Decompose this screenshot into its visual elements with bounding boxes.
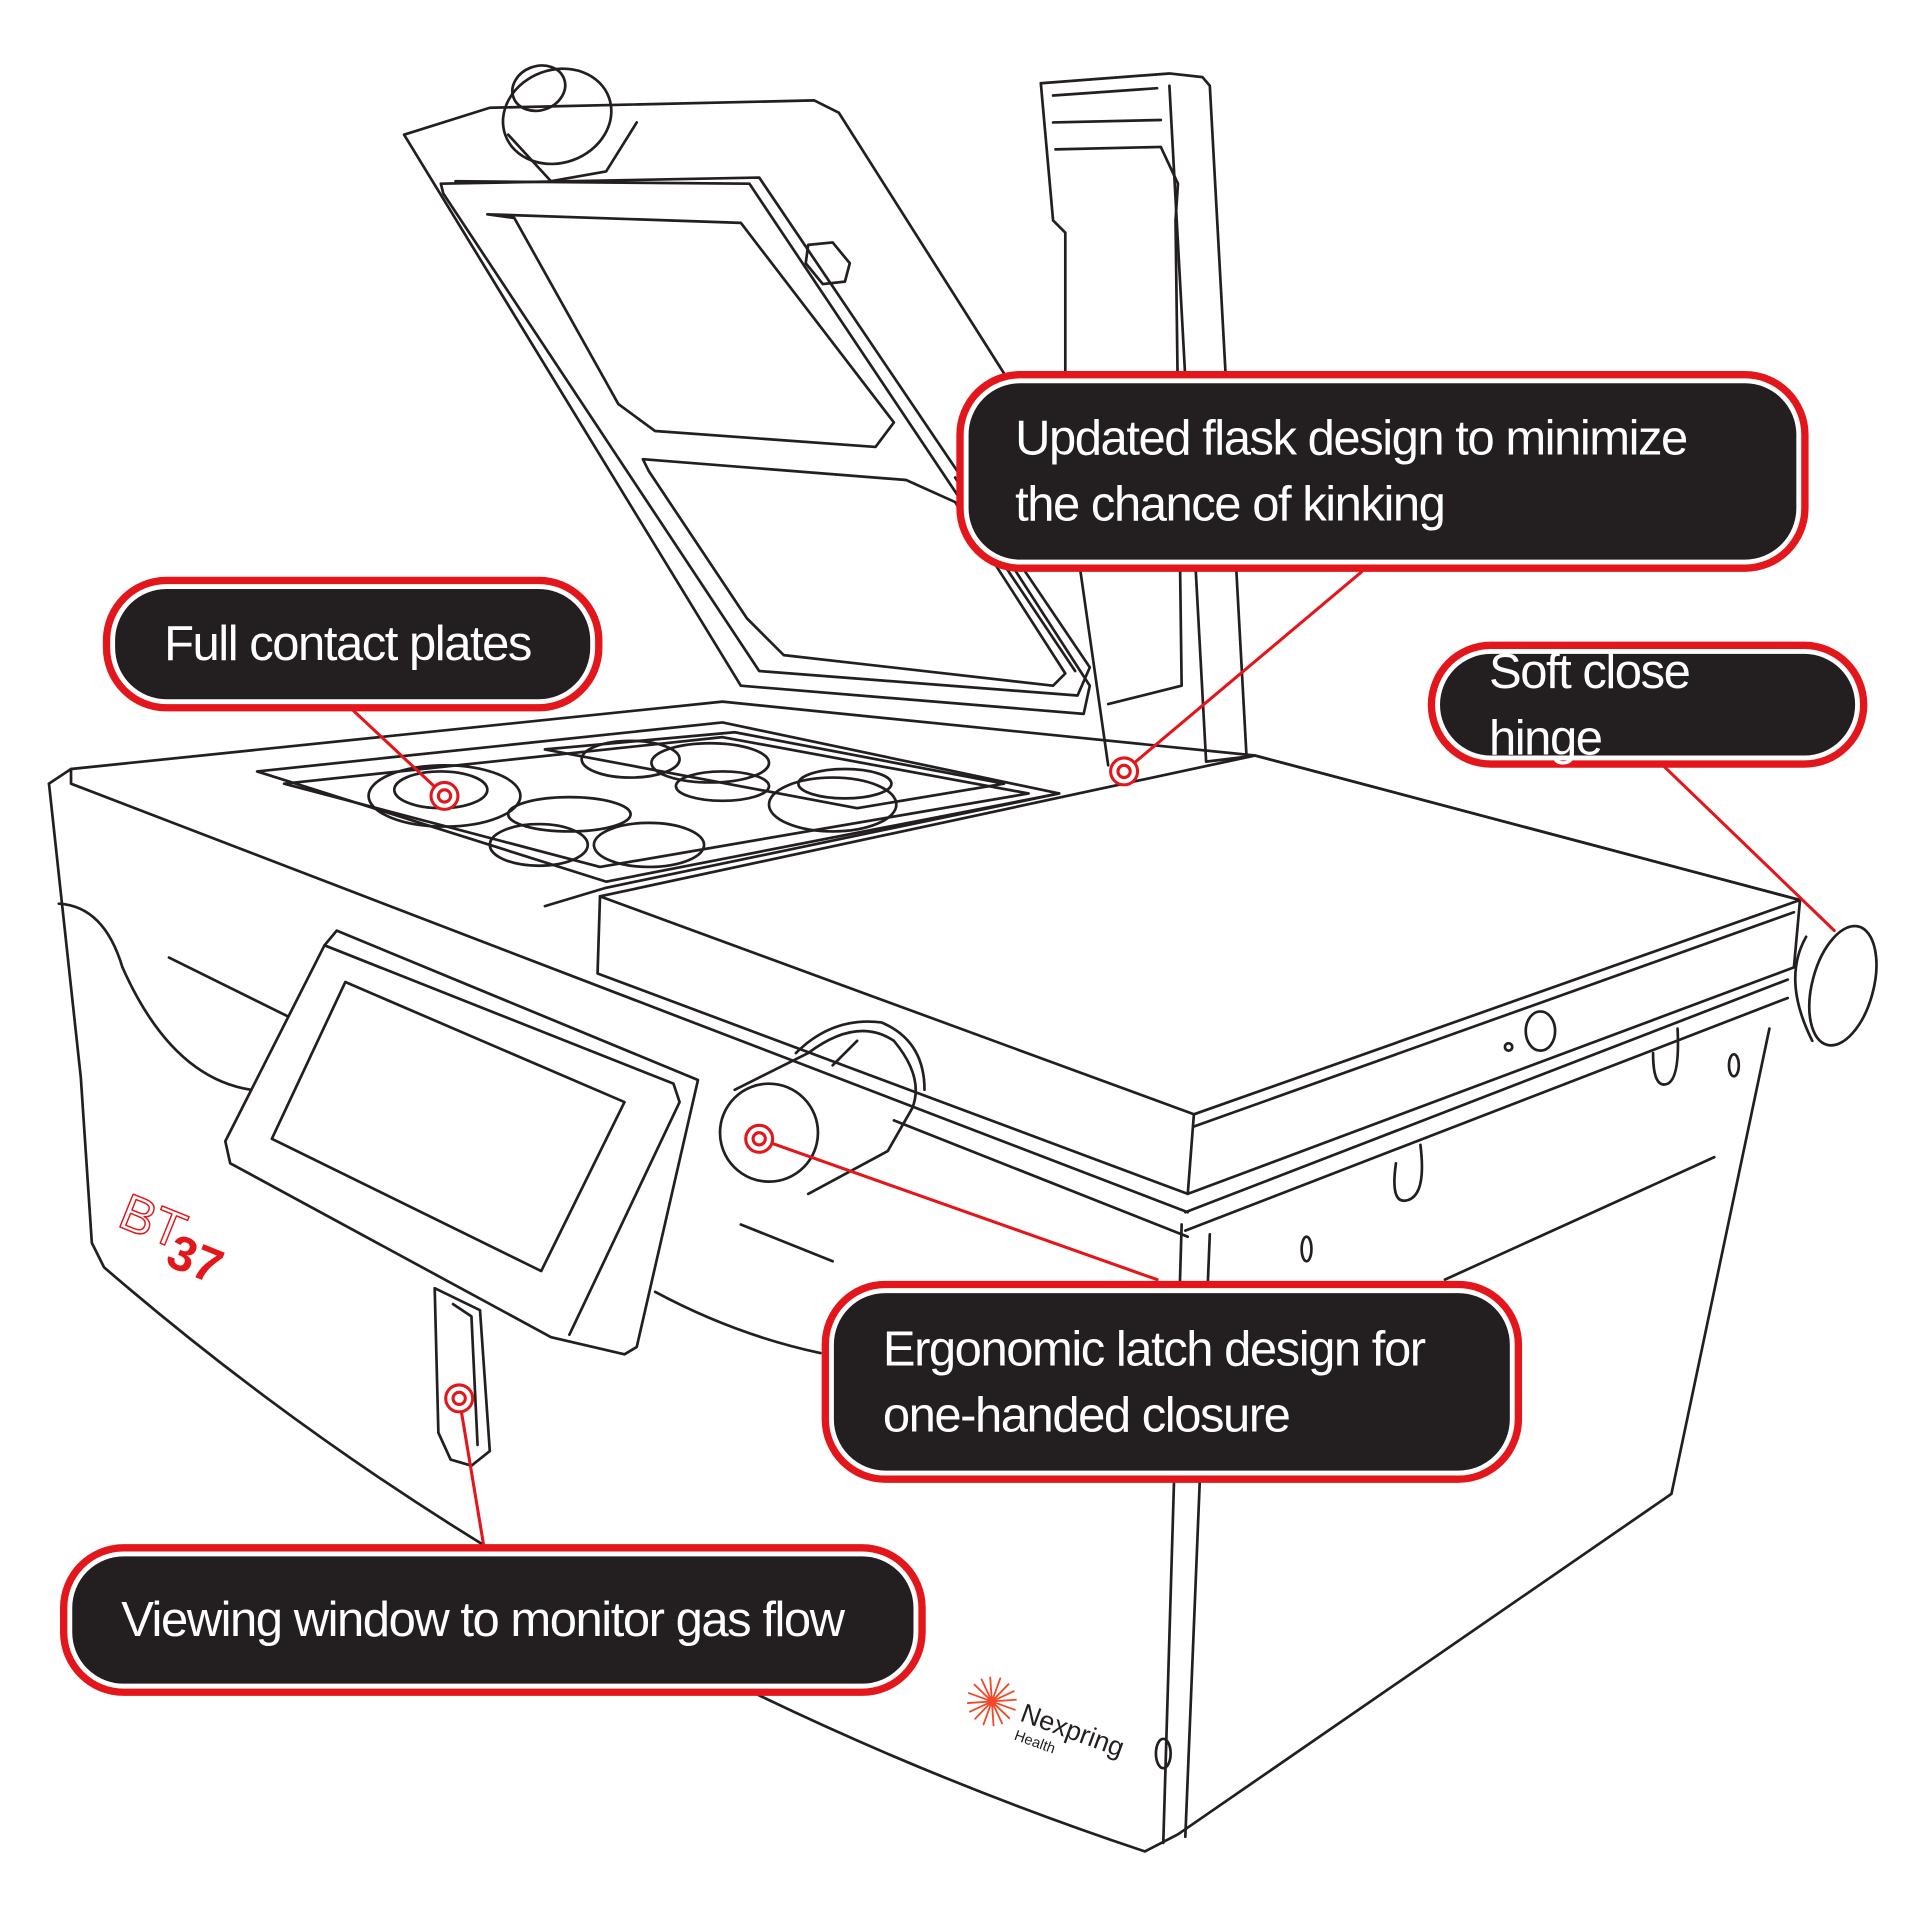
leader-lines <box>347 570 1836 1547</box>
callout-text: Ergonomic latch design for one-handed cl… <box>882 1321 1426 1442</box>
target-markers <box>429 756 1140 1414</box>
callout-text: Soft close hinge <box>1488 644 1691 765</box>
nexpring-logo: Nexpring Health <box>966 1676 1129 1763</box>
closed-lid <box>596 754 1802 1770</box>
callout-viewing-window: Viewing window to monitor gas flow <box>67 1551 919 1689</box>
model-mark: BT 37 <box>111 1181 230 1295</box>
callout-flask-design: Updated flask design to minimize the cha… <box>963 378 1802 565</box>
leader-hinge <box>1661 763 1836 933</box>
callout-text: Viewing window to monitor gas flow <box>121 1593 845 1647</box>
soft-close-hinge <box>1793 924 1878 1047</box>
leader-flask <box>1122 570 1364 773</box>
brand-name: Nexpring <box>1017 1698 1129 1763</box>
flask-tower <box>1039 72 1248 767</box>
callout-soft-close-hinge: Soft close hinge <box>1435 645 1861 765</box>
callout-contact-plates: Full contact plates <box>110 584 596 705</box>
starburst-icon <box>966 1676 1017 1727</box>
leader-window <box>457 1396 486 1547</box>
touch-screen <box>223 929 700 1356</box>
latch <box>718 1020 1190 1239</box>
leader-plates <box>347 705 447 798</box>
viewing-window-tab <box>433 1286 492 1468</box>
callout-text: Full contact plates <box>164 617 532 672</box>
leader-latch <box>757 1137 1159 1282</box>
callout-text: Updated flask design to minimize the cha… <box>1015 411 1688 532</box>
callout-ergonomic-latch: Ergonomic latch design for one-handed cl… <box>828 1288 1515 1476</box>
contact-plates-tray <box>255 721 1061 908</box>
